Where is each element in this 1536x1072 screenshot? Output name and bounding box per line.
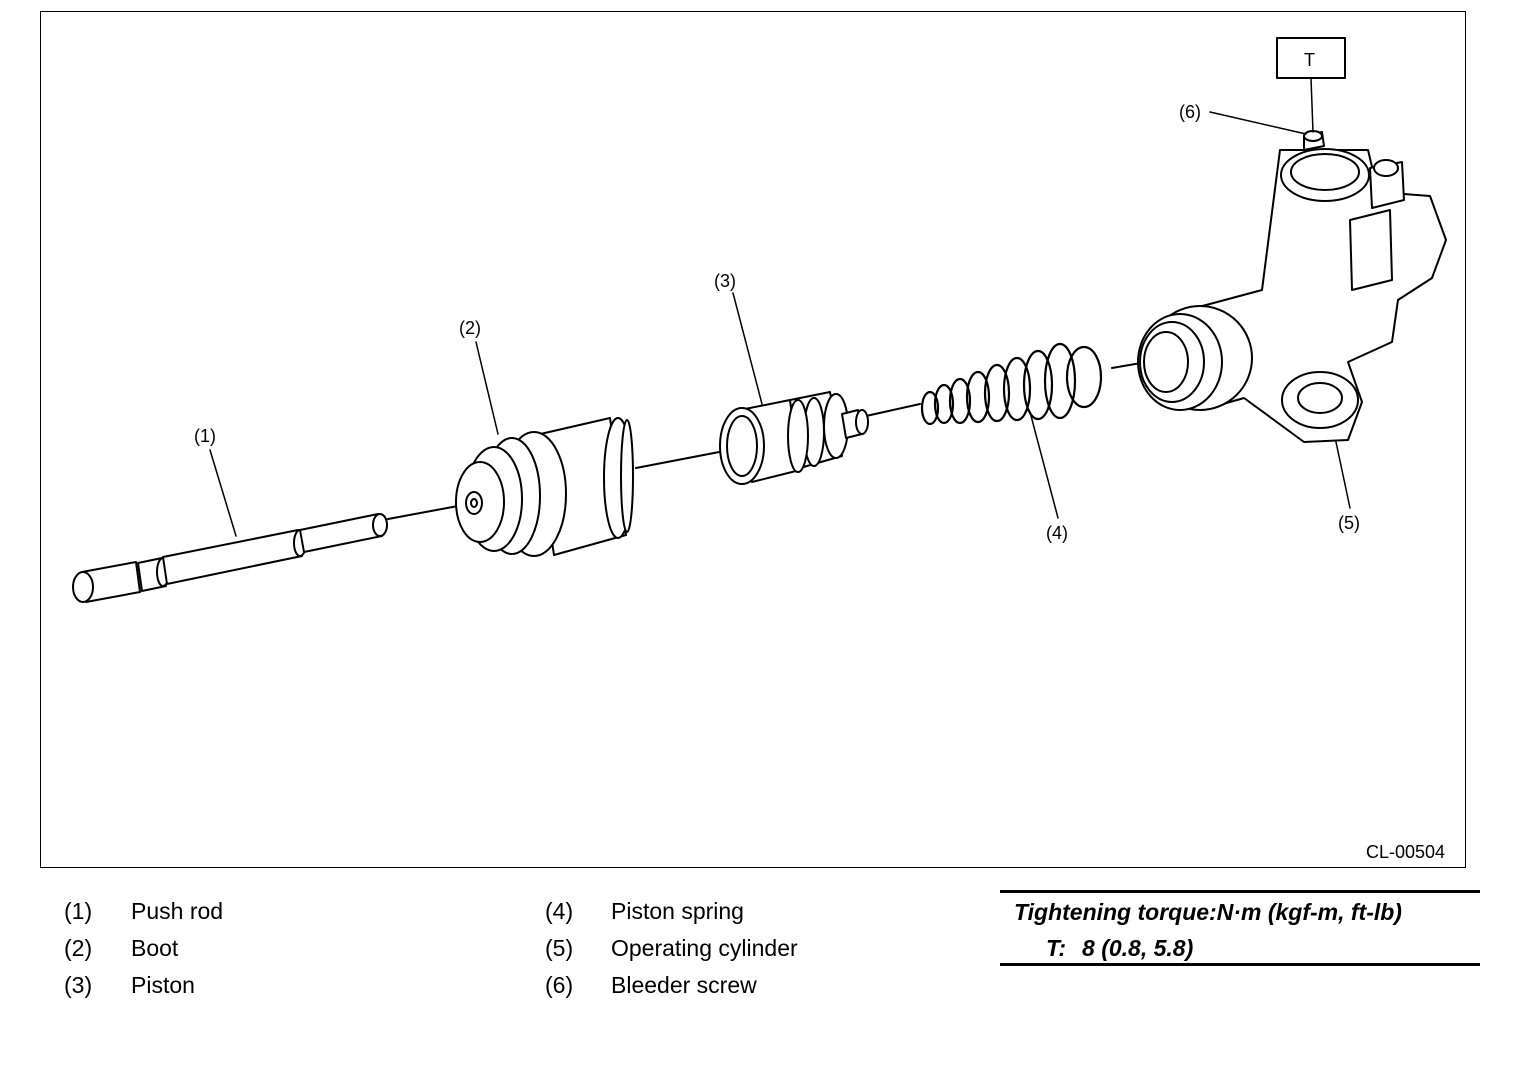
callout-1: (1) (194, 426, 216, 446)
piston-drawing (719, 391, 869, 485)
torque-tag-box (1276, 37, 1346, 79)
callout-2: (2) (459, 318, 481, 338)
torque-label: T: (1046, 935, 1067, 961)
legend-number: (3) (64, 972, 93, 998)
legend-number: (6) (545, 972, 574, 998)
legend-part-name: Piston spring (611, 898, 744, 924)
callout-6: (6) (1179, 102, 1201, 122)
legend-part-name: Bleeder screw (611, 972, 757, 998)
torque-tag-label: T (1304, 50, 1315, 70)
legend-number: (4) (545, 898, 574, 924)
legend-part-name: Boot (131, 935, 179, 961)
legend-number: (1) (64, 898, 93, 924)
figure-id: CL-00504 (1366, 842, 1445, 862)
piston-spring-drawing (920, 342, 1103, 426)
push-rod-drawing (72, 513, 388, 603)
operating-cylinder-drawing (1137, 130, 1447, 443)
callout-3: (3) (714, 271, 736, 291)
boot-drawing (455, 417, 634, 557)
legend-number: (5) (545, 935, 574, 961)
diagram-frame (40, 11, 1466, 868)
torque-spec-box: Tightening torque:N·m (kgf-m, ft-lb) T: 8… (1000, 890, 1480, 966)
torque-value: 8 (0.8, 5.8) (1082, 935, 1194, 961)
leader-lines (209, 77, 1351, 537)
legend-part-name: Push rod (131, 898, 224, 924)
legend-part-name: Piston (131, 972, 195, 998)
exploded-view-diagram: (1) (2) (3) (4) (5) (6) T CL-00504 (72, 37, 1447, 862)
torque-title: Tightening torque:N·m (kgf-m, ft-lb) (1014, 899, 1402, 925)
callout-5: (5) (1338, 513, 1360, 533)
callout-4: (4) (1046, 523, 1068, 543)
legend-part-name: Operating cylinder (611, 935, 798, 961)
legend-number: (2) (64, 935, 93, 961)
torque-row: T: 8 (0.8, 5.8) (1046, 935, 1193, 962)
